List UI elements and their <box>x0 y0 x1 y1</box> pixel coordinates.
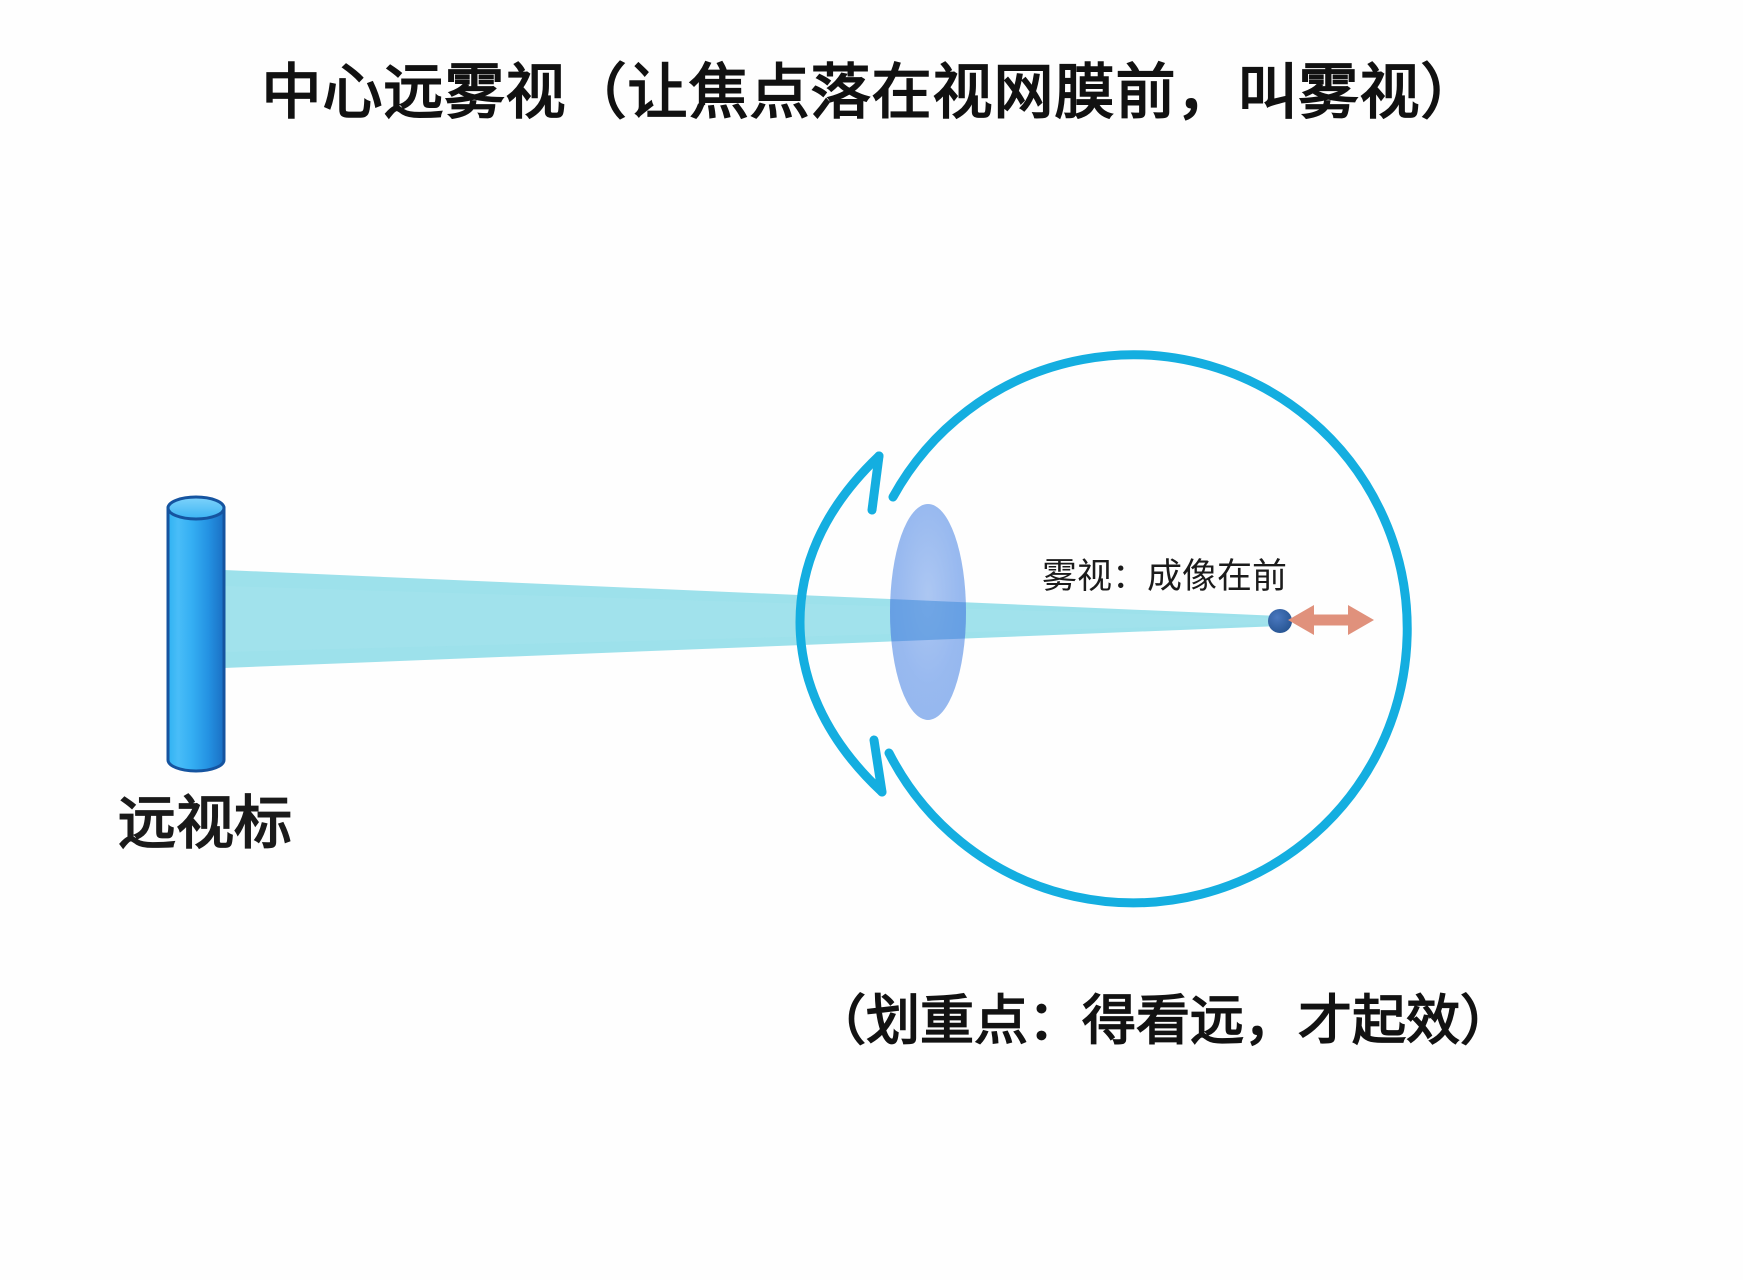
footnote-text: （划重点：得看远，才起效） <box>812 991 1514 1051</box>
cornea-arc <box>795 451 887 797</box>
focus-point <box>1268 609 1292 633</box>
crystalline-lens <box>890 504 966 720</box>
target-label: 远视标 <box>118 791 293 856</box>
focus-annotation-label: 雾视：成像在前 <box>1042 557 1288 596</box>
eyeball-outline <box>884 350 1412 908</box>
distance-target <box>166 495 226 773</box>
defocus-gap-arrow <box>1288 605 1374 635</box>
limbus-notch <box>867 451 887 797</box>
page-title: 中心远雾视（让焦点落在视网膜前，叫雾视） <box>261 59 1482 126</box>
light-beam <box>224 570 1280 668</box>
